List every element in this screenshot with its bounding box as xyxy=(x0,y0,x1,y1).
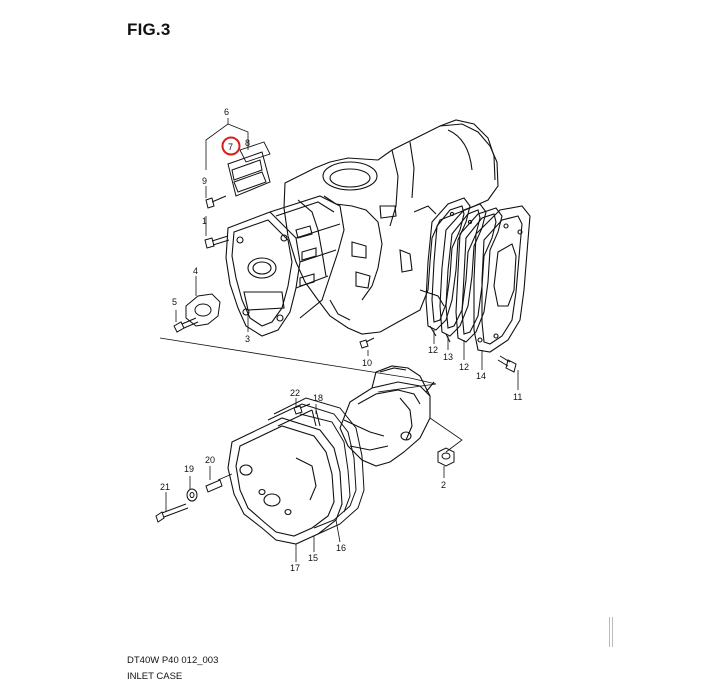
callout-14: 14 xyxy=(476,371,486,381)
bolt-21 xyxy=(155,503,189,523)
callout-6: 6 xyxy=(224,107,229,117)
callout-13: 13 xyxy=(443,352,453,362)
callout-12a: 12 xyxy=(428,345,438,355)
gasket-15-16 xyxy=(267,397,365,535)
bolt-11 xyxy=(497,355,517,373)
nut-2 xyxy=(437,447,455,467)
bolt-22 xyxy=(293,403,311,415)
callout-5: 5 xyxy=(172,297,177,307)
callout-3: 3 xyxy=(245,334,250,344)
exhaust-cover-gaskets xyxy=(425,197,531,353)
callout-17: 17 xyxy=(290,563,300,573)
bolt-18 xyxy=(311,409,321,427)
bolt-1 xyxy=(204,235,230,249)
cover-plate-17 xyxy=(227,417,343,545)
assembly-lines-lower xyxy=(217,383,463,481)
pin-20 xyxy=(205,479,223,493)
callout-22: 22 xyxy=(290,388,300,398)
figure-code: DT40W P40 012_003 xyxy=(127,655,219,666)
callout-11: 11 xyxy=(513,392,522,402)
callout-7: 7 xyxy=(228,142,233,152)
callout-10: 10 xyxy=(362,358,372,368)
reed-valve-assembly xyxy=(205,141,271,209)
figure-name: INLET CASE xyxy=(127,671,183,682)
scan-edge-mark xyxy=(609,617,613,647)
callout-labels: 6 7 8 9 1 4 5 3 10 12 13 12 14 11 22 18 … xyxy=(160,107,522,573)
callout-20: 20 xyxy=(205,455,215,465)
callout-leaders xyxy=(165,118,519,562)
highlight-ring xyxy=(221,136,241,156)
inlet-case xyxy=(225,195,345,337)
assembly-lines-upper xyxy=(159,216,437,385)
callout-15: 15 xyxy=(308,553,318,563)
callout-8: 8 xyxy=(245,138,250,148)
bolt-10 xyxy=(359,337,375,349)
callout-16: 16 xyxy=(336,543,346,553)
bolt-5 xyxy=(173,317,199,333)
callout-21: 21 xyxy=(160,482,170,492)
callout-9: 9 xyxy=(202,176,207,186)
callout-1: 1 xyxy=(202,216,207,226)
callout-2: 2 xyxy=(441,480,446,490)
lower-housing xyxy=(339,365,435,467)
washer-19 xyxy=(186,488,198,502)
figure-title: FIG.3 xyxy=(127,20,171,39)
callout-4: 4 xyxy=(193,266,198,276)
gasket-4 xyxy=(185,293,221,327)
callout-19: 19 xyxy=(184,464,194,474)
callout-12b: 12 xyxy=(459,362,469,372)
callout-18: 18 xyxy=(313,393,323,403)
